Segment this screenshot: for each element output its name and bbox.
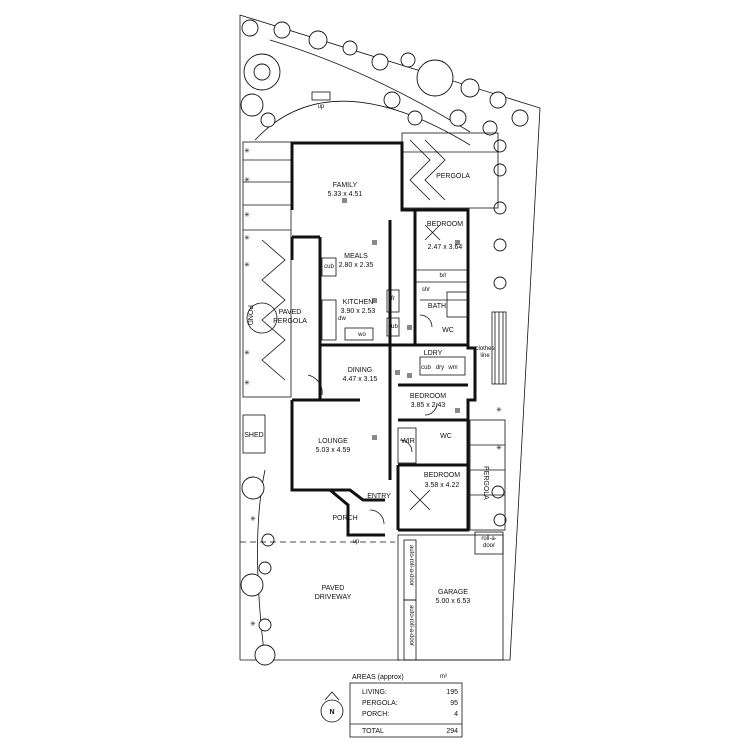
wir-label: WIR: [401, 438, 415, 445]
house-walls: [290, 141, 477, 537]
svg-text:✳: ✳: [244, 349, 250, 357]
meals-size: 2.80 x 2.35: [339, 262, 374, 269]
svg-text:✳: ✳: [244, 261, 250, 269]
misc-labels: PERGOLA PAVED PERGOLA PAVED DRIVEWAY PER…: [244, 91, 497, 646]
garage-size: 5.00 x 6.53: [436, 598, 471, 605]
areas-header: AREAS (approx): [352, 674, 404, 681]
svg-text:✳: ✳: [244, 379, 250, 387]
clothes-label-2: line: [480, 353, 490, 359]
areas-row-value: 195: [446, 689, 458, 696]
areas-row-value: 4: [454, 711, 458, 718]
porch-label: PORCH: [332, 515, 357, 522]
shed-outline: [242, 414, 266, 454]
garden-trees: [240, 19, 529, 666]
dry-label: dry: [436, 365, 444, 371]
north-arrow: N: [320, 691, 344, 723]
left-palms: ✳ ✳ ✳ ✳ ✳ ✳ ✳ ✳ ✳ ✳ ✳: [244, 147, 502, 628]
bedroom2-size: 3.85 x 2.43: [411, 402, 446, 409]
areas-unit: m²: [440, 674, 447, 680]
north-label: N: [329, 709, 334, 716]
kitchen-size: 3.90 x 2.53: [341, 308, 376, 315]
paved-pergola-label-1: PAVED: [279, 309, 302, 316]
top-pergola: [401, 132, 499, 209]
paved-driveway-label-2: DRIVEWAY: [315, 594, 352, 601]
svg-text:✳: ✳: [244, 147, 250, 155]
shr-label: shr: [422, 287, 430, 293]
room-labels: FAMILY 5.33 x 4.51 MEALS 2.80 x 2.35 KIT…: [316, 182, 471, 605]
side-pergola: [469, 419, 506, 531]
areas-row-label: PORCH:: [362, 711, 389, 718]
ldry-label: LDRY: [424, 350, 443, 357]
pond-label: POND: [246, 305, 253, 325]
areas-row-label: PERGOLA:: [362, 700, 398, 707]
lounge-size: 5.03 x 4.59: [316, 447, 351, 454]
bath-label: BATH: [428, 303, 446, 310]
bedroom1-name: BEDROOM: [427, 221, 463, 228]
clothes-line: [491, 311, 507, 385]
kitchen-name: KITCHEN: [343, 299, 374, 306]
clothes-label-1: clothes: [475, 346, 494, 352]
bedroom2-name: BEDROOM: [410, 393, 446, 400]
interior-partitions: [291, 162, 504, 661]
svg-text:✳: ✳: [250, 515, 256, 523]
bedroom3-size: 3.58 x 4.22: [425, 482, 460, 489]
paved-driveway-label-1: PAVED: [322, 585, 345, 592]
areas-row-value: 95: [450, 700, 458, 707]
family-size: 5.33 x 4.51: [328, 191, 363, 198]
dining-size: 4.47 x 3.15: [343, 376, 378, 383]
door-swings: [307, 224, 441, 525]
svg-text:✳: ✳: [244, 211, 250, 219]
rolladoor-label-2: door: [483, 543, 495, 549]
wo-label: wo: [357, 332, 366, 338]
wc1-label: WC: [442, 327, 454, 334]
areas-table: AREAS (approx) m² LIVING: 195 PERGOLA: 9…: [349, 674, 463, 738]
up-label-1: up: [318, 104, 325, 110]
svg-text:✳: ✳: [244, 176, 250, 184]
areas-total-label: TOTAL: [362, 728, 384, 735]
garage-name: GARAGE: [438, 589, 468, 596]
svg-text:✳: ✳: [250, 620, 256, 628]
autoroll-label-2: auto-roll-a-door: [408, 605, 414, 646]
cub2-label: cub: [388, 324, 398, 330]
areas-row-label: LIVING:: [362, 689, 387, 696]
cub1-label: cub: [324, 264, 334, 270]
fixture-markers: [342, 198, 460, 440]
up-label-2: up: [353, 539, 360, 545]
autoroll-label-1: auto-roll-a-door: [408, 545, 414, 586]
dw-label: dw: [338, 316, 346, 322]
bir-label: b/r: [439, 273, 446, 279]
svg-text:✳: ✳: [496, 406, 502, 414]
paved-pergola-label-2: PERGOLA: [273, 318, 307, 325]
svg-text:✳: ✳: [244, 234, 250, 242]
areas-total-value: 294: [446, 728, 458, 735]
cub3-label: cub: [421, 365, 431, 371]
bedroom3-name: BEDROOM: [424, 472, 460, 479]
meals-name: MEALS: [344, 253, 368, 260]
bedroom1-size: 2.47 x 3.64: [428, 244, 463, 251]
svg-text:✳: ✳: [496, 444, 502, 452]
entry-label: ENTRY: [367, 493, 391, 500]
wc2-label: WC: [440, 433, 452, 440]
steps-top: [311, 91, 331, 101]
dining-name: DINING: [348, 367, 373, 374]
rolladoor-label-1: roll-a-: [481, 536, 496, 542]
family-name: FAMILY: [333, 182, 358, 189]
fr-label: fr: [391, 296, 395, 302]
lounge-name: LOUNGE: [318, 438, 348, 445]
shed-label: SHED: [244, 432, 263, 439]
wm-label: wm: [447, 365, 457, 371]
pergola-top-label: PERGOLA: [436, 173, 470, 180]
pergola-side-label: PERGOLA: [482, 466, 489, 500]
left-pergola: [242, 141, 292, 398]
